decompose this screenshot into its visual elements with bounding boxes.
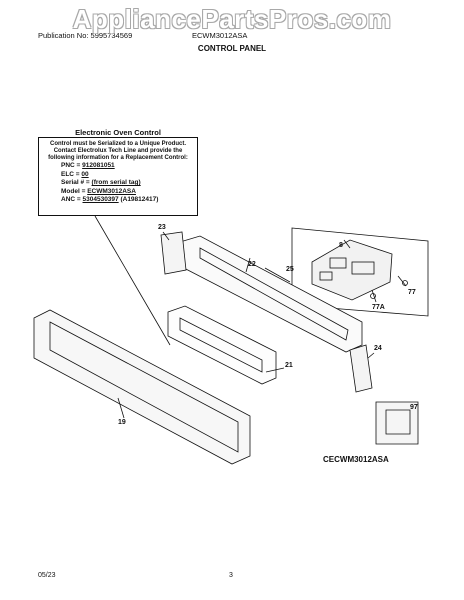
inner-frame: [167, 305, 277, 385]
clip-77a: [370, 293, 376, 299]
leader-line: [94, 215, 171, 346]
watermark: AppliancePartsPros.com: [72, 4, 392, 34]
leader-line: [397, 275, 407, 287]
part-97-board: [385, 409, 411, 435]
leader-line: [264, 267, 291, 283]
page-number: 3: [229, 572, 233, 579]
field-anc: ANC = 5304530397 (A19812417): [61, 196, 159, 203]
field-model: Model = ECWM3012ASA: [61, 187, 136, 195]
info-note-line: Contact Electrolux Tech Line and provide…: [53, 148, 183, 154]
part-97-thumbnail: [375, 401, 419, 445]
info-note-line: Control must be Serialized to a Unique P…: [49, 141, 186, 147]
field-serial: Serial # = (from serial tag): [61, 179, 141, 186]
leader-line: [117, 397, 125, 419]
board-inset-frame: [291, 227, 429, 317]
footer-date: 05/23: [38, 572, 56, 579]
callout-97: 97: [410, 404, 418, 411]
screw-77: [402, 280, 408, 286]
back-panel-window: [199, 247, 349, 341]
front-trim: [33, 309, 251, 465]
field-elc: ELC = 00: [61, 170, 89, 178]
callout-24: 24: [374, 345, 382, 352]
end-bracket-24: [349, 344, 373, 393]
callout-8: 8: [339, 242, 343, 249]
leader-line: [343, 239, 351, 249]
callout-19: 19: [118, 419, 126, 426]
field-pnc: PNC = 912081051: [61, 162, 115, 169]
front-trim-face: [49, 321, 239, 453]
publication-number: Publication No: 5995734569: [38, 31, 133, 40]
board-component: [319, 271, 333, 281]
board-component: [351, 261, 375, 275]
leader-line: [265, 367, 285, 373]
info-note-line: following information for a Replacement …: [48, 155, 188, 161]
callout-77: 77: [408, 289, 416, 296]
leader-line: [162, 231, 170, 241]
header-model: ECWM3012ASA: [192, 31, 248, 40]
inner-frame-cutout: [179, 317, 263, 373]
callout-25: 25: [286, 266, 294, 273]
section-title: CONTROL PANEL: [197, 44, 267, 53]
callout-22: 22: [248, 261, 256, 268]
leader-line: [367, 352, 375, 359]
leader-line: [371, 289, 377, 303]
end-bracket-23: [160, 231, 187, 275]
info-box: Control must be Serialized to a Unique P…: [38, 137, 198, 216]
info-box-title: Electronic Oven Control: [75, 128, 161, 137]
callout-21: 21: [285, 362, 293, 369]
leader-line: [245, 257, 251, 273]
callout-23: 23: [158, 224, 166, 231]
diagram-model: CECWM3012ASA: [323, 455, 389, 464]
callout-77a: 77A: [372, 304, 385, 311]
board-component: [329, 257, 347, 269]
